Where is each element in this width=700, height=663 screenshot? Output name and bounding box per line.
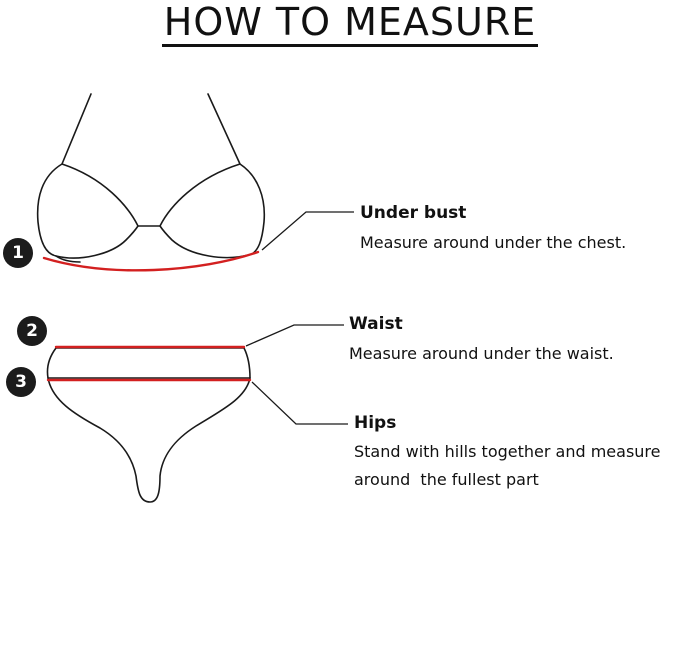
step-badge-2: 2 [17, 316, 47, 346]
waist-leader-line [245, 324, 344, 347]
hips-description-line-2: around the fullest part [354, 470, 539, 489]
under-bust-description: Measure around under the chest. [360, 233, 627, 252]
under-bust-leader-line [261, 211, 354, 251]
hips-label: Hips [354, 413, 397, 433]
bra-left-strap [61, 93, 92, 165]
bra-right-strap [207, 93, 241, 165]
bra-outline-icon [36, 93, 266, 263]
bottom-body [47, 377, 251, 503]
waist-description: Measure around under the waist. [349, 344, 614, 363]
bikini-bottom-outline-icon [46, 347, 251, 503]
step-badge-1: 1 [3, 238, 33, 268]
under-bust-label: Under bust [360, 203, 467, 223]
page-title-text: HOW TO MEASURE [161, 0, 539, 47]
hips-leader-line [251, 381, 348, 425]
under-bust-measure-line [42, 250, 260, 272]
step-badge-3: 3 [6, 367, 36, 397]
bra-left-cup [36, 163, 139, 259]
bottom-waistband [46, 347, 251, 379]
page-title: HOW TO MEASURE [0, 0, 700, 47]
hips-description-line-1: Stand with hills together and measure [354, 442, 661, 461]
waist-label: Waist [349, 314, 403, 334]
bra-right-cup [159, 163, 266, 259]
bra-underband [55, 255, 81, 263]
